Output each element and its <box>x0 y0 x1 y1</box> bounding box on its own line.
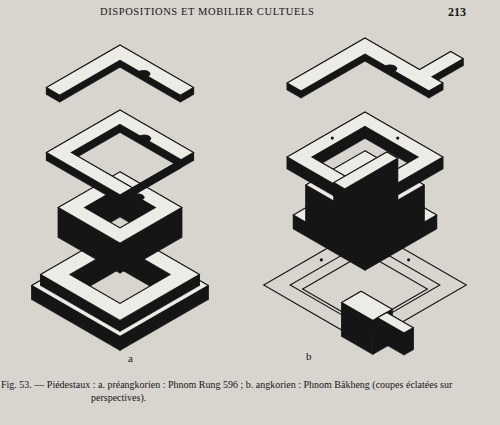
figure-caption: Fig. 53. — Piédestaux : a. préangkorien … <box>1 378 496 404</box>
top-frame <box>287 38 463 98</box>
block-top <box>287 38 463 91</box>
dowel-hole <box>320 258 323 261</box>
cylinder-notch <box>138 135 151 142</box>
dowel-hole <box>331 137 334 140</box>
running-head: DISPOSITIONS ET MOBILIER CULTUELS <box>100 6 314 17</box>
block-side <box>133 160 182 196</box>
dowel-hole <box>396 137 399 140</box>
block-side <box>120 153 194 204</box>
block-top <box>377 312 413 333</box>
dowel-hole <box>407 258 410 261</box>
block-top <box>334 152 398 189</box>
section-block <box>342 291 393 354</box>
figure-letter: a <box>128 352 133 364</box>
block-top <box>46 110 193 195</box>
top-slab <box>46 45 193 102</box>
page-number: 213 <box>448 5 466 20</box>
cylinder-notch <box>383 65 397 72</box>
figure-letter: b <box>306 350 312 362</box>
upper-frame <box>46 110 193 203</box>
section-spout <box>377 312 413 355</box>
cylinder-notch <box>137 71 150 78</box>
block-top <box>46 45 193 95</box>
cut-section <box>334 152 398 237</box>
